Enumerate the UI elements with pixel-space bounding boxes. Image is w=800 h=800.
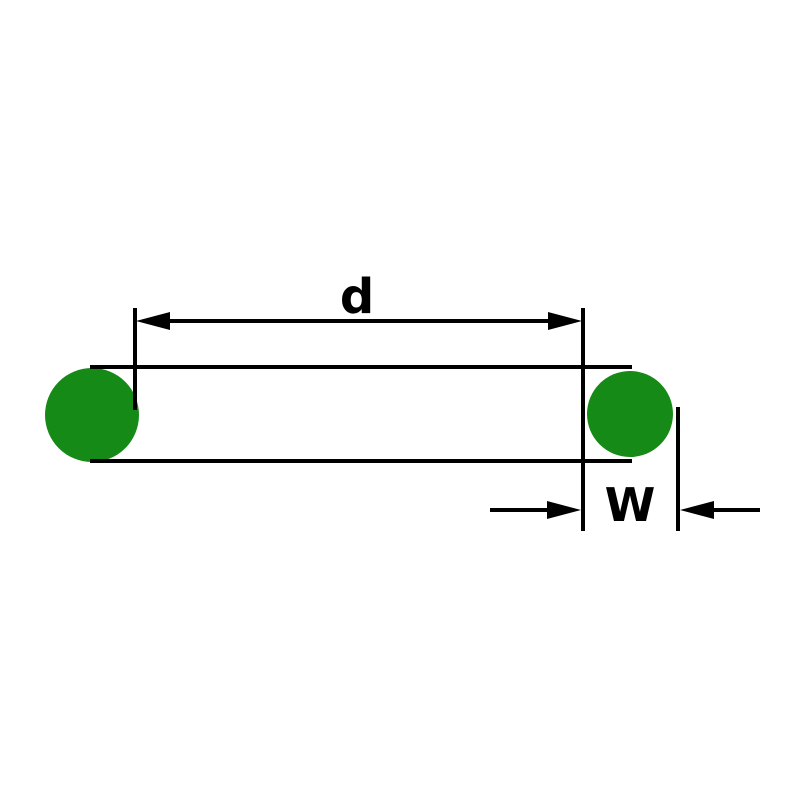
o-ring-right-cross-section bbox=[587, 371, 673, 457]
width-left-arrowhead-icon bbox=[547, 501, 581, 519]
diameter-left-arrowhead-icon bbox=[136, 312, 170, 330]
width-right-arrowhead-icon bbox=[680, 501, 714, 519]
diagram-lines bbox=[90, 308, 760, 531]
cross-section-width-label: W bbox=[605, 478, 656, 532]
o-ring-left-cross-section bbox=[45, 368, 139, 462]
diagram-arrowheads bbox=[136, 312, 714, 519]
inner-diameter-label: d bbox=[340, 269, 374, 325]
diameter-right-arrowhead-icon bbox=[548, 312, 582, 330]
